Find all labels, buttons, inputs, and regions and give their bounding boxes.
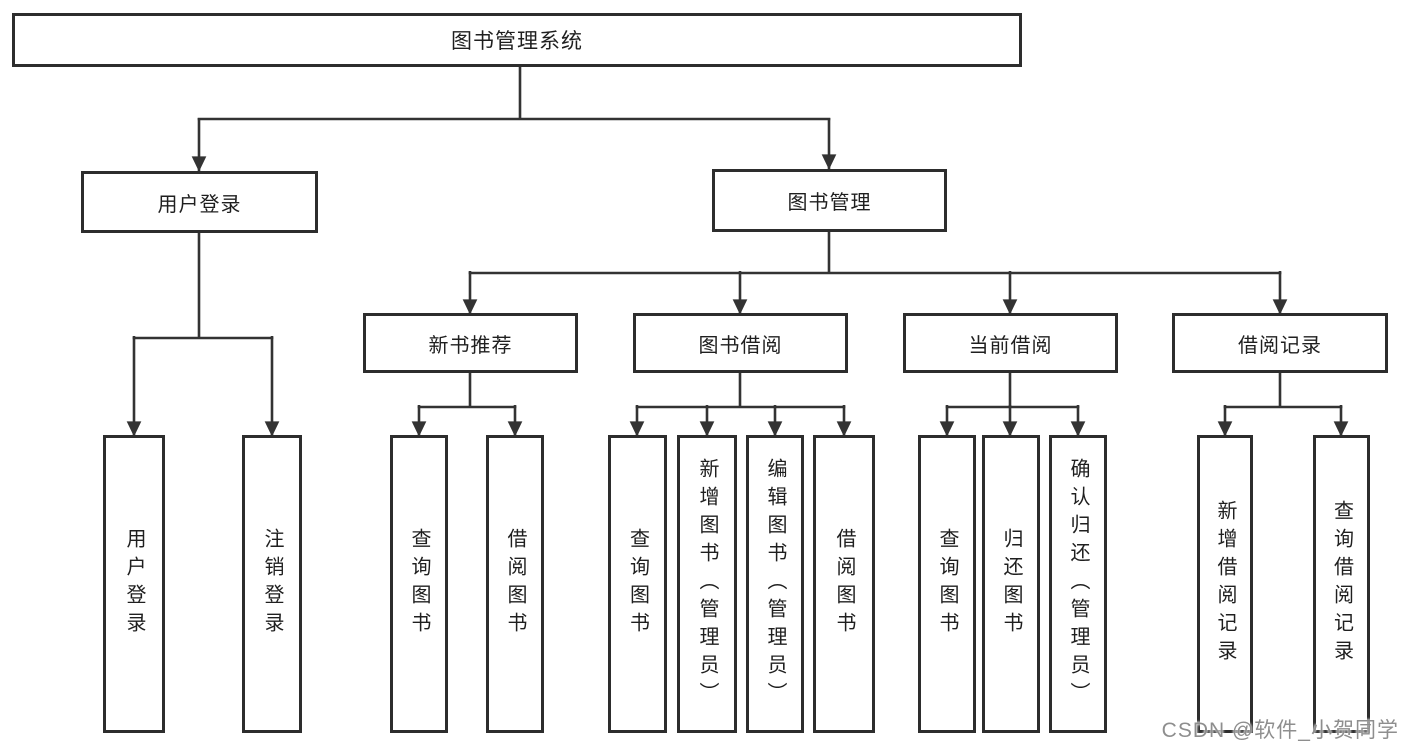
leaf-query-books-borrow-label: 查询图书 (626, 528, 649, 640)
leaf-query-books-current-label: 查询图书 (936, 528, 958, 640)
leaf-borrow-books-recommend: 借阅图书 (486, 435, 544, 733)
node-new-book-recommend: 新书推荐 (363, 313, 578, 373)
leaf-return-books-label: 归还图书 (1000, 528, 1022, 640)
leaf-add-borrow-record: 新增借阅记录 (1197, 435, 1253, 733)
leaf-query-borrow-record: 查询借阅记录 (1313, 435, 1370, 733)
node-library-management-system: 图书管理系统 (12, 13, 1022, 67)
node-current-borrow: 当前借阅 (903, 313, 1118, 373)
leaf-borrow-books-recommend-label: 借阅图书 (504, 528, 526, 640)
leaf-add-books-admin: 新增图书（管理员） (677, 435, 737, 733)
leaf-query-books-recommend: 查询图书 (390, 435, 448, 733)
leaf-add-books-admin-label: 新增图书（管理员） (696, 458, 718, 710)
node-book-borrow: 图书借阅 (633, 313, 848, 373)
leaf-logout: 注销登录 (242, 435, 302, 733)
node-borrow-record: 借阅记录 (1172, 313, 1388, 373)
leaf-query-books-borrow: 查询图书 (608, 435, 667, 733)
leaf-confirm-return-admin-label: 确认归还（管理员） (1067, 458, 1089, 710)
leaf-user-login-label: 用户登录 (123, 528, 145, 640)
leaf-query-borrow-record-label: 查询借阅记录 (1330, 500, 1353, 668)
leaf-edit-books-admin: 编辑图书（管理员） (746, 435, 804, 733)
leaf-borrow-books-label: 借阅图书 (833, 528, 855, 640)
leaf-return-books: 归还图书 (982, 435, 1040, 733)
leaf-edit-books-admin-label: 编辑图书（管理员） (764, 458, 786, 710)
leaf-query-books-current: 查询图书 (918, 435, 976, 733)
node-user-login: 用户登录 (81, 171, 318, 233)
leaf-add-borrow-record-label: 新增借阅记录 (1214, 500, 1236, 668)
leaf-borrow-books: 借阅图书 (813, 435, 875, 733)
csdn-watermark: CSDN @软件_小贺同学 (1161, 719, 1399, 742)
leaf-query-books-recommend-label: 查询图书 (408, 528, 430, 640)
leaf-user-login: 用户登录 (103, 435, 165, 733)
leaf-confirm-return-admin: 确认归还（管理员） (1049, 435, 1107, 733)
leaf-logout-label: 注销登录 (261, 528, 283, 640)
node-book-management: 图书管理 (712, 169, 947, 232)
